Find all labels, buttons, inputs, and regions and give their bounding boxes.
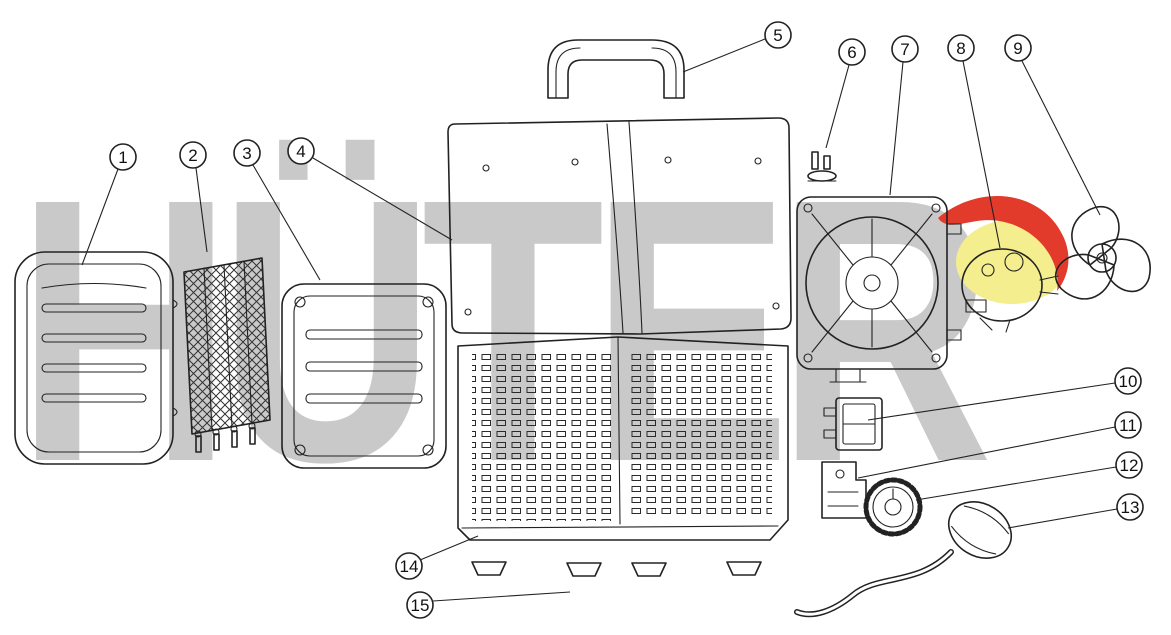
part-fan-shroud <box>796 196 962 383</box>
svg-text:2: 2 <box>188 146 197 165</box>
svg-text:7: 7 <box>900 40 909 59</box>
part-heating-element <box>183 257 271 453</box>
callout-4: 4 <box>287 137 315 165</box>
callout-7: 7 <box>891 35 919 63</box>
callout-5: 5 <box>764 21 792 49</box>
svg-text:14: 14 <box>400 557 419 576</box>
part-motor <box>961 248 1059 333</box>
part-main-body <box>457 336 789 541</box>
part-inner-grille <box>281 283 447 469</box>
svg-text:13: 13 <box>1121 498 1140 517</box>
svg-text:5: 5 <box>773 26 782 45</box>
callout-1: 1 <box>109 143 137 171</box>
svg-text:11: 11 <box>1119 416 1137 435</box>
callout-14: 14 <box>395 552 423 580</box>
svg-text:3: 3 <box>242 144 251 163</box>
svg-text:10: 10 <box>1119 372 1138 391</box>
svg-text:6: 6 <box>847 43 856 62</box>
heater-terminal-pins <box>194 422 256 453</box>
svg-text:15: 15 <box>411 596 430 615</box>
svg-text:8: 8 <box>956 39 965 58</box>
callout-11: 11 <box>1114 411 1142 439</box>
part-thermostat-bracket <box>821 461 867 519</box>
callout-13: 13 <box>1116 493 1144 521</box>
callout-15: 15 <box>406 591 434 619</box>
svg-text:9: 9 <box>1013 39 1022 58</box>
part-power-cord-plug <box>794 501 1012 618</box>
callout-8: 8 <box>947 34 975 62</box>
part-top-cover <box>447 117 792 335</box>
svg-text:4: 4 <box>296 142 305 161</box>
svg-text:12: 12 <box>1120 456 1139 475</box>
callouts: 1 2 3 4 5 6 7 8 <box>109 21 1144 619</box>
svg-text:1: 1 <box>118 148 127 167</box>
part-thermal-switch <box>807 151 837 182</box>
part-rocker-switch <box>823 397 883 451</box>
part-carry-handle <box>547 39 685 99</box>
leader-lines <box>81 38 1118 602</box>
callout-10: 10 <box>1114 367 1142 395</box>
brand-accent-swoosh <box>938 196 1069 304</box>
callout-3: 3 <box>233 139 261 167</box>
part-control-knob <box>863 477 923 537</box>
callout-9: 9 <box>1004 34 1032 62</box>
callout-2: 2 <box>179 141 207 169</box>
part-base-feet <box>471 561 762 577</box>
part-front-grille <box>14 251 178 465</box>
callout-6: 6 <box>838 38 866 66</box>
callout-12: 12 <box>1115 451 1143 479</box>
